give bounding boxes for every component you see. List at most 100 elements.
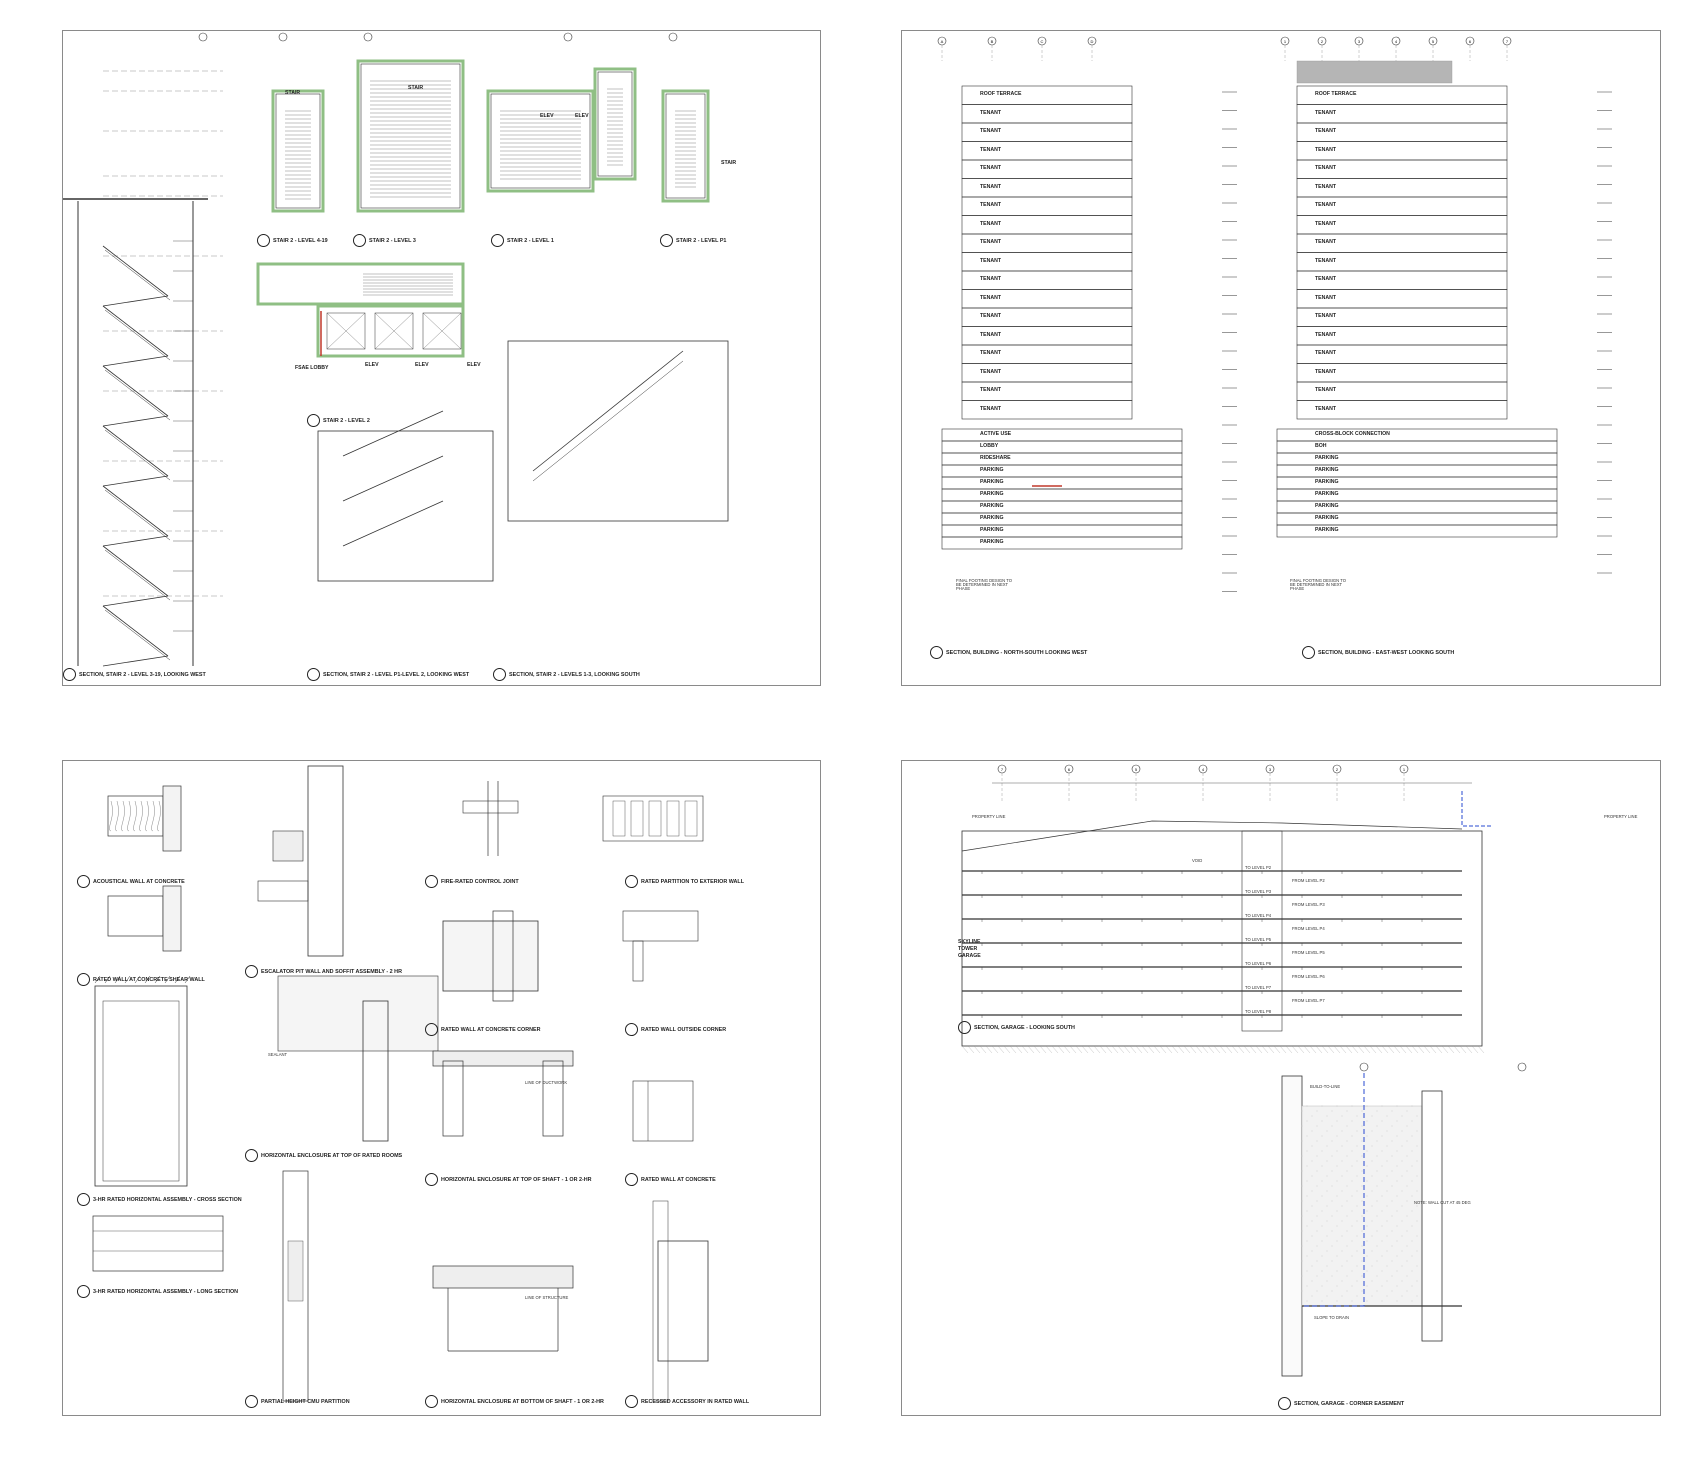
hatch-dot: [1336, 1255, 1338, 1257]
hatch-dot: [1411, 1255, 1413, 1257]
detail-note: SLOPE TO DRAIN: [1314, 1315, 1349, 1320]
outline: [1281, 1075, 1303, 1377]
hatch-dot: [1361, 1200, 1363, 1202]
line-work: [1039, 1045, 1047, 1054]
hatch-dot: [1371, 1280, 1373, 1282]
grid-bubble: [668, 32, 678, 42]
outline: [632, 940, 644, 982]
drawing-caption: HORIZONTAL ENCLOSURE AT BOTTOM OF SHAFT …: [425, 1395, 604, 1408]
hatch-dot: [1401, 1235, 1403, 1237]
floor-label: TENANT: [980, 276, 1002, 283]
podium-label: PARKING: [980, 515, 1004, 521]
hatch-dot: [1401, 1130, 1403, 1132]
hatch-dot: [1416, 1145, 1418, 1147]
hatch-dot: [1401, 1175, 1403, 1177]
hatch-dot: [1381, 1195, 1383, 1197]
drawing-caption: RATED PARTITION TO EXTERIOR WALL: [625, 875, 744, 888]
hatch-dot: [1321, 1195, 1323, 1197]
floor-label: TENANT: [980, 183, 1002, 190]
insulation: [157, 800, 161, 832]
outline: [486, 89, 595, 193]
hatch-dot: [1341, 1250, 1343, 1252]
hatch-dot: [1371, 1250, 1373, 1252]
hatch-dot: [1316, 1125, 1318, 1127]
hatch-dot: [1326, 1160, 1328, 1162]
hatch-dot: [1321, 1150, 1323, 1152]
drawing-caption: RATED WALL AT CONCRETE CORNER: [425, 1023, 541, 1036]
hatch-dot: [1371, 1295, 1373, 1297]
hatch-dot: [1411, 1120, 1413, 1122]
line-work: [134, 975, 141, 984]
hatch-dot: [1401, 1265, 1403, 1267]
outline: [632, 1080, 694, 1142]
outline: [622, 910, 699, 942]
ramp-to-label: TO LEVEL P4: [1245, 913, 1272, 918]
hatch-dot: [1316, 1245, 1318, 1247]
hatch-dot: [1361, 1215, 1363, 1217]
line-work: [1219, 1045, 1227, 1054]
ramp-to-label: TO LEVEL P3: [1245, 889, 1272, 894]
hatch-dot: [1331, 1155, 1333, 1157]
hatch-dot: [1411, 1300, 1413, 1302]
hatch-dot: [1301, 1275, 1303, 1277]
hatch-dot: [1311, 1295, 1313, 1297]
hatch-dot: [1311, 1205, 1313, 1207]
hatch-dot: [1401, 1145, 1403, 1147]
line-work: [1369, 1045, 1377, 1054]
line-work: [1447, 1045, 1455, 1054]
hatch-dot: [1406, 1155, 1408, 1157]
hatch-dot: [1401, 1160, 1403, 1162]
line-work: [1471, 1045, 1479, 1054]
grid-bubble: [1359, 1062, 1369, 1072]
hatch-dot: [1371, 1220, 1373, 1222]
hatch-dot: [1351, 1210, 1353, 1212]
hatch-dot: [1326, 1175, 1328, 1177]
outline: [94, 985, 188, 1187]
hatch-dot: [1321, 1165, 1323, 1167]
drawing-caption: ACOUSTICAL WALL AT CONCRETE: [77, 875, 185, 888]
hatch-dot: [1311, 1145, 1313, 1147]
outline: [652, 1200, 669, 1402]
hatch-dot: [1386, 1145, 1388, 1147]
room-label: ELEV: [467, 362, 481, 368]
hatch-dot: [1411, 1285, 1413, 1287]
hatch-dot: [1376, 1155, 1378, 1157]
hatch-dot: [1391, 1200, 1393, 1202]
drawing-caption: STAIR 2 - LEVEL 1: [491, 234, 554, 247]
hatch-dot: [1351, 1285, 1353, 1287]
line-work: [102, 485, 169, 537]
hatch-dot: [1326, 1265, 1328, 1267]
hatch-dot: [1391, 1260, 1393, 1262]
hatch-dot: [1386, 1175, 1388, 1177]
line-work: [1441, 1045, 1449, 1054]
hatch-dot: [1316, 1275, 1318, 1277]
hatch-dot: [1351, 1225, 1353, 1227]
hatch-dot: [1316, 1155, 1318, 1157]
hatch-dot: [1406, 1290, 1408, 1292]
line-work: [1117, 1045, 1125, 1054]
hatch-dot: [1346, 1125, 1348, 1127]
floor-label: TENANT: [1315, 294, 1337, 301]
drawing-caption: SECTION, BUILDING - EAST-WEST LOOKING SO…: [1302, 646, 1454, 659]
hatch-dot: [1336, 1285, 1338, 1287]
hatch-dot: [1371, 1175, 1373, 1177]
room-label: ELEV: [575, 113, 589, 119]
property-line: [1461, 791, 1492, 827]
hatch-dot: [1371, 1205, 1373, 1207]
line-work: [1093, 1045, 1101, 1054]
hatch-dot: [1301, 1170, 1303, 1172]
outline: [271, 89, 325, 213]
outline: [941, 476, 1183, 490]
grid-label: A: [941, 39, 944, 44]
hatch-dot: [1326, 1190, 1328, 1192]
line-work: [1387, 1045, 1395, 1054]
line-work: [1027, 1045, 1035, 1054]
floor-label: TENANT: [1315, 220, 1337, 227]
hatch-dot: [1376, 1215, 1378, 1217]
hatch-dot: [1356, 1115, 1358, 1117]
outline: [442, 1060, 464, 1137]
hatch-dot: [1341, 1160, 1343, 1162]
insulation: [145, 800, 149, 832]
floor-label: TENANT: [1315, 313, 1337, 320]
